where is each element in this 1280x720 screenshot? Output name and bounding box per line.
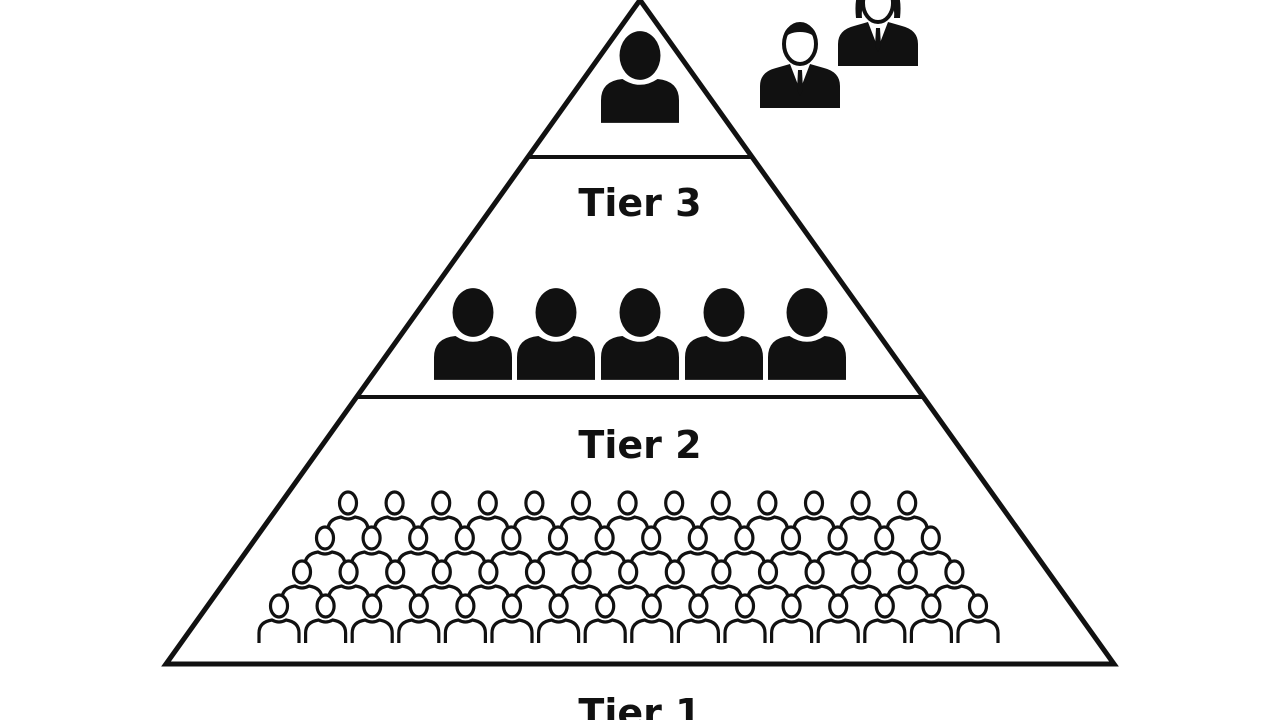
tier-3-label: Tier 3: [578, 181, 701, 225]
businessman-icon: [760, 22, 840, 108]
tier-1-label: Tier 1: [578, 691, 701, 720]
tier-2-label: Tier 2: [578, 423, 701, 467]
businesswoman-icon: [838, 0, 918, 66]
